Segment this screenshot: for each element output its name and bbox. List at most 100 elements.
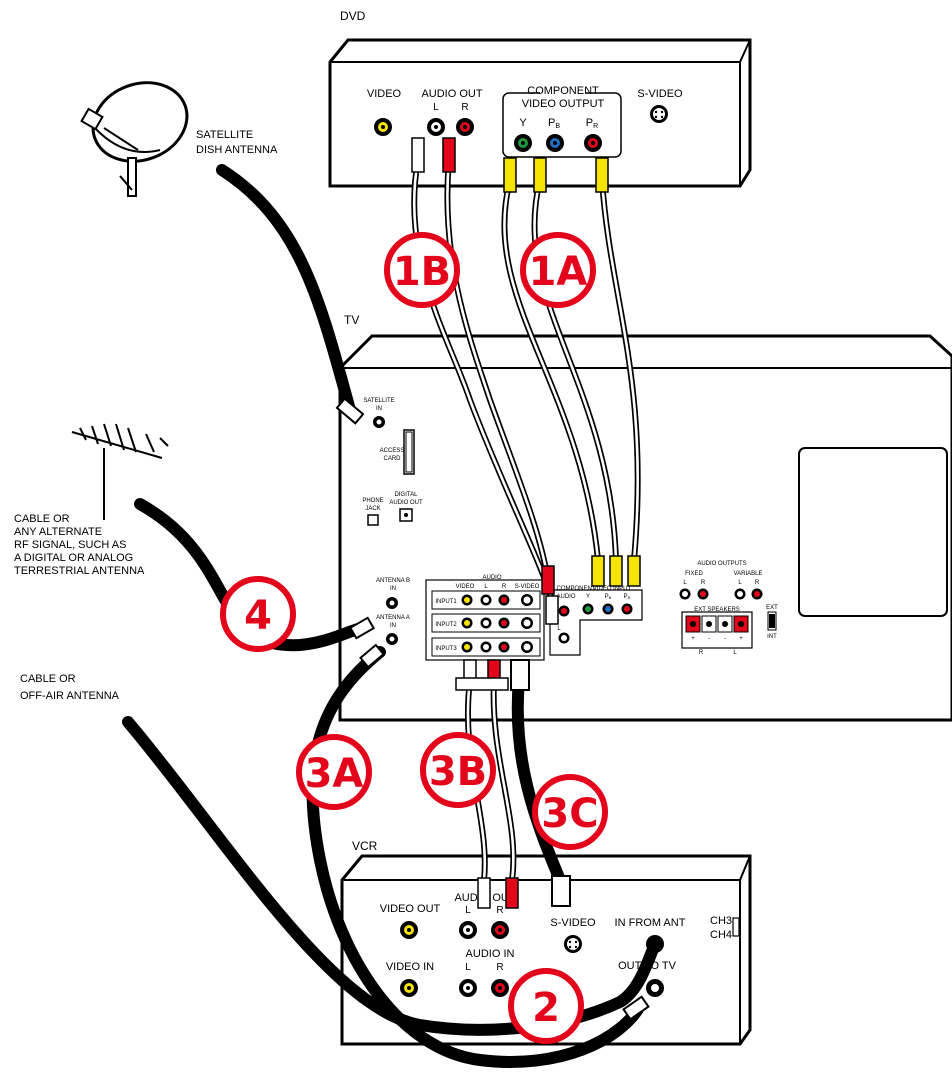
tv-speaker-plus-1: + <box>691 636 695 642</box>
vcr-ch-switch[interactable] <box>732 917 740 937</box>
tv-input2-svideo-jack[interactable] <box>521 617 533 629</box>
tv-component-pr-jack[interactable] <box>621 603 633 615</box>
antenna-label-line4: A DIGITAL OR ANALOG <box>14 552 133 564</box>
tv-satellite-in-label-1: SATELLITE <box>363 398 394 404</box>
tv-input1-audio-r-jack[interactable] <box>498 594 510 606</box>
tv-input2-audio-r-jack[interactable] <box>498 617 510 629</box>
vcr-video-in-jack[interactable] <box>400 979 418 997</box>
tv-input3-audio-l-jack[interactable] <box>480 641 492 653</box>
antenna-label-line5: TERRESTRIAL ANTENNA <box>14 565 145 577</box>
vcr-audio-in-r-jack[interactable] <box>491 979 509 997</box>
tv-input1-video-jack[interactable] <box>461 594 473 606</box>
tv-ext-speakers-label: EXT SPEAKERS <box>694 607 740 613</box>
tv-input3-audio-r-jack[interactable] <box>498 641 510 653</box>
cable-1a-component <box>501 157 641 587</box>
tv-video-input-label: VIDEO INPUT <box>593 586 632 592</box>
vcr-audio-out-l-jack[interactable] <box>459 921 477 939</box>
dvd-r-label: R <box>461 102 468 113</box>
tv-phone-jack-label-1: PHONE <box>362 498 383 504</box>
tv-antenna-b-label-2: IN <box>390 586 396 592</box>
dvd-l-label: L <box>433 102 439 113</box>
tv-input1-audio-l-jack[interactable] <box>480 594 492 606</box>
tv-satellite-in-jack[interactable] <box>373 416 385 428</box>
tv-antenna-a-label-2: IN <box>390 623 396 629</box>
vcr-video-out-label: VIDEO OUT <box>380 903 441 915</box>
tv-audio-header: AUDIO <box>482 575 501 581</box>
satellite-label-line1: SATELLITE <box>196 129 253 141</box>
dvd-audio-r-jack[interactable] <box>456 118 474 136</box>
tv-input2-audio-l-jack[interactable] <box>480 617 492 629</box>
badge-1a-text: 1A <box>529 249 588 295</box>
vcr-video-in-label: VIDEO IN <box>386 961 434 973</box>
vcr-title: VCR <box>352 839 378 853</box>
vcr-audio-in-l-jack[interactable] <box>459 979 477 997</box>
tv-component-y-jack[interactable] <box>582 603 594 615</box>
tv-access-card-label-1: ACCESS <box>380 448 405 454</box>
tv-variable-l-jack[interactable] <box>734 588 746 600</box>
tv-r-col-label: R <box>502 584 507 590</box>
badge-3a-text: 3A <box>305 751 364 797</box>
vcr-video-out-jack[interactable] <box>400 921 418 939</box>
tv-audio-outputs-label: AUDIO OUTPUTS <box>697 561 746 567</box>
tv-input3-video-jack[interactable] <box>461 641 473 653</box>
tv-phone-jack-label-2: JACK <box>365 506 380 512</box>
tv-fixed-r-label: R <box>701 580 706 586</box>
badge-4: 4 <box>220 576 296 652</box>
tv-satellite-in-label-2: IN <box>376 406 382 412</box>
dvd-pr-jack[interactable] <box>584 134 602 152</box>
dvd-video-jack[interactable] <box>374 118 392 136</box>
tv-antenna-a-jack[interactable] <box>386 633 398 645</box>
vcr-svideo-jack[interactable] <box>564 935 582 953</box>
dvd-y-jack[interactable] <box>514 134 532 152</box>
tv-speaker-l-label: L <box>733 650 737 656</box>
tv-ext-speaker-terminals[interactable] <box>685 615 749 633</box>
tv-fixed-label: FIXED <box>685 571 703 577</box>
tv-component-audio-l-jack[interactable] <box>558 632 570 644</box>
tv-back-panel <box>338 334 952 722</box>
tv-antenna-icon <box>71 423 169 520</box>
badge-3b-text: 3B <box>429 749 487 795</box>
dvd-video-label: VIDEO <box>367 88 402 100</box>
tv-speaker-plus-2: + <box>739 636 743 642</box>
tv-variable-r-label: R <box>755 580 760 586</box>
tv-fixed-r-jack[interactable] <box>697 588 709 600</box>
dvd-audio-l-jack[interactable] <box>427 118 445 136</box>
vcr-audio-in-l-label: L <box>465 962 471 973</box>
tv-phone-jack[interactable] <box>367 514 379 526</box>
tv-input1-label: INPUT1 <box>435 599 457 605</box>
vcr-audio-out-r-jack[interactable] <box>491 921 509 939</box>
cable-3c-svideo <box>510 659 571 907</box>
cable-label-line1: CABLE OR <box>20 673 76 685</box>
cable-satellite-to-tv <box>216 164 365 425</box>
tv-comp-l-label: L <box>557 626 561 632</box>
vcr-out-to-tv-jack[interactable] <box>646 979 664 997</box>
tv-component-audio-r-jack[interactable] <box>558 605 570 617</box>
tv-input1-svideo-jack[interactable] <box>521 594 533 606</box>
vcr-ch4-label: CH4 <box>710 929 732 941</box>
tv-input2-video-jack[interactable] <box>461 617 473 629</box>
tv-title: TV <box>344 313 359 327</box>
tv-component-pb-jack[interactable] <box>602 603 614 615</box>
cable-3b-audio <box>455 659 519 909</box>
tv-variable-label: VARIABLE <box>734 571 763 577</box>
tv-ext-int-switch[interactable] <box>769 614 775 628</box>
tv-input3-svideo-jack[interactable] <box>521 641 533 653</box>
tv-access-card-slot[interactable] <box>405 431 413 473</box>
vcr-audio-in-r-label: R <box>496 962 503 973</box>
tv-variable-r-jack[interactable] <box>751 588 763 600</box>
badge-4-text: 4 <box>244 593 272 639</box>
dvd-audio-out-label: AUDIO OUT <box>421 88 482 100</box>
tv-speaker-minus-1: - <box>708 636 710 642</box>
tv-comp-pb-label: PB <box>605 594 612 600</box>
dvd-pb-label: PB <box>548 117 560 130</box>
dvd-pb-jack[interactable] <box>546 134 564 152</box>
tv-digital-audio-jack[interactable] <box>399 508 413 522</box>
tv-fixed-l-label: L <box>683 580 687 586</box>
antenna-label-line1: CABLE OR <box>14 513 70 525</box>
tv-fixed-l-jack[interactable] <box>679 588 691 600</box>
tv-comp-y-label: Y <box>586 594 590 600</box>
dvd-svideo-jack[interactable] <box>650 105 668 123</box>
tv-antenna-b-jack[interactable] <box>386 597 398 609</box>
satellite-dish-icon <box>80 81 189 197</box>
